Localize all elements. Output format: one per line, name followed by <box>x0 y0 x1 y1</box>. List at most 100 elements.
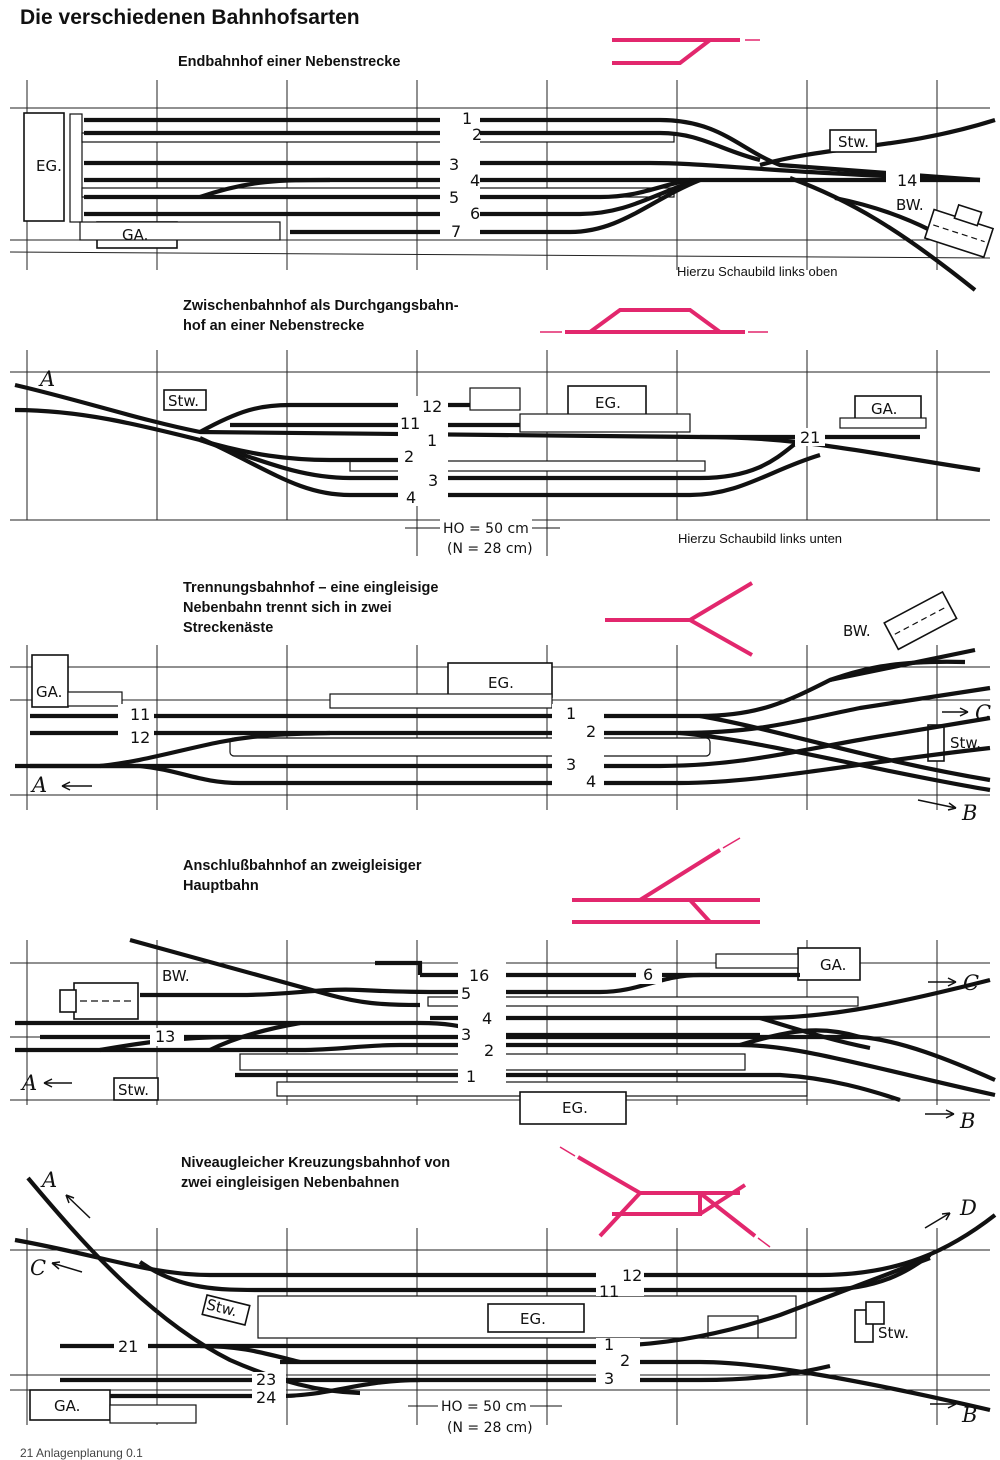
signal-box <box>829 129 877 153</box>
section-2-note: Hierzu Schaubild links unten <box>678 531 843 546</box>
goods-ramp <box>67 691 123 707</box>
house-platform <box>329 693 553 709</box>
station-building <box>567 385 647 417</box>
track-number-12: 12 <box>422 397 442 416</box>
plan-kreuzungsbahnhof: A C D B Stw. EG. Stw. GA. <box>10 1146 997 1436</box>
section-4-title: Anschlußbahnhof an zweigleisiger Hauptba… <box>183 858 422 894</box>
signal-box <box>201 1294 251 1326</box>
loading-dock <box>469 387 521 411</box>
plan-trennungsbahnhof: GA. EG. BW. Stw. 11 12 1 2 <box>10 581 991 825</box>
line-end-a: A <box>40 1168 57 1192</box>
track-number-5: 5 <box>461 984 471 1003</box>
dim-ho: HO = 50 cm <box>443 521 529 537</box>
schema-anschlussbahnhof <box>572 837 760 924</box>
page-title: Die verschiedenen Bahnhofsarten <box>20 6 360 29</box>
dim-n: (N = 28 cm) <box>447 1420 533 1436</box>
signal-box-label: Stw. <box>838 133 869 151</box>
track-number-1: 1 <box>566 704 576 723</box>
goods-shed-label: GA. <box>54 1397 80 1415</box>
track-number-11: 11 <box>599 1282 619 1301</box>
signal-box-label: Stw. <box>168 392 199 410</box>
track-number-1: 1 <box>466 1067 476 1086</box>
dim-n: (N = 28 cm) <box>447 541 533 557</box>
line-end-d: D <box>959 1196 977 1220</box>
track-number-3: 3 <box>566 755 576 774</box>
section-3-title: Trennungsbahnhof – eine eingleisige Nebe… <box>183 580 439 636</box>
station-building-label: EG. <box>488 674 514 692</box>
plan-anschlussbahnhof: BW. GA. EG. Stw. <box>10 837 996 1133</box>
goods-ramp <box>109 1404 197 1424</box>
dimension-scale: HO = 50 cm (N = 28 cm) <box>405 518 560 557</box>
track-number-2: 2 <box>586 722 596 741</box>
signal-box-2-label: Stw. <box>878 1324 909 1342</box>
track-number-2: 2 <box>472 125 482 144</box>
track-number-4: 4 <box>482 1009 492 1028</box>
buffer-platform <box>69 113 83 223</box>
track-number-13: 13 <box>155 1027 175 1046</box>
signal-box-label: Stw. <box>950 734 981 752</box>
engine-shed-label: BW. <box>896 196 924 214</box>
house-platform <box>519 413 691 433</box>
track-numbers: 11 12 1 2 3 4 <box>118 704 604 791</box>
goods-ramp <box>715 953 799 969</box>
goods-shed <box>29 1389 111 1421</box>
signal-box-2-annex <box>865 1301 885 1325</box>
line-end-b: B <box>961 1403 977 1427</box>
track-number-4: 4 <box>586 772 596 791</box>
schema-endbahnhof <box>612 38 760 65</box>
station-building-label: EG. <box>520 1310 546 1328</box>
line-end-c: C <box>30 1256 46 1280</box>
line-end-c: C <box>975 701 991 725</box>
schema-trennungsbahnhof <box>605 581 754 657</box>
station-building-label: EG. <box>36 157 62 175</box>
dimension-scale: HO = 50 cm (N = 28 cm) <box>408 1396 562 1436</box>
station-building <box>23 112 65 222</box>
track-number-4: 4 <box>406 488 416 507</box>
engine-shed <box>923 203 995 259</box>
schema-zwischenbahnhof <box>540 308 768 334</box>
section-1-note: Hierzu Schaubild links oben <box>677 264 838 279</box>
track-number-6: 6 <box>470 204 480 223</box>
track-number-24: 24 <box>256 1388 276 1407</box>
goods-shed-label: GA. <box>820 956 846 974</box>
station-building-label: EG. <box>562 1099 588 1117</box>
track-number-23: 23 <box>256 1370 276 1389</box>
goods-ramp <box>79 221 281 241</box>
goods-shed <box>797 947 861 981</box>
track-number-3: 3 <box>449 155 459 174</box>
goods-shed <box>31 654 69 708</box>
line-end-b: B <box>959 1109 975 1133</box>
goods-ramp <box>839 417 927 429</box>
engine-shed <box>883 590 958 651</box>
tracks <box>15 647 991 793</box>
engine-shed-label: BW. <box>843 622 871 640</box>
signal-box-label: Stw. <box>118 1081 149 1099</box>
track-number-21: 21 <box>118 1337 138 1356</box>
tracks <box>14 382 981 498</box>
track-number-11: 11 <box>130 705 150 724</box>
island-platform <box>229 737 711 757</box>
dim-ho: HO = 50 cm <box>441 1399 527 1415</box>
section-2-title: Zwischenbahnhof als Durchgangsbahn- hof … <box>183 298 459 334</box>
track-number-1: 1 <box>462 109 472 128</box>
track-numbers: 12 11 1 2 3 21 23 24 <box>114 1266 644 1408</box>
station-building <box>519 1091 627 1125</box>
section-1-title: Endbahnhof einer Nebenstrecke <box>178 54 401 70</box>
goods-shed <box>854 395 922 421</box>
track-number-3: 3 <box>428 471 438 490</box>
line-end-c: C <box>963 971 979 995</box>
line-end-b: B <box>961 801 977 825</box>
track-number-2: 2 <box>620 1351 630 1370</box>
station-building <box>487 1303 585 1333</box>
goods-shed-label: GA. <box>36 683 62 701</box>
section-5-title: Niveaugleicher Kreuzungsbahnhof von zwei… <box>181 1155 451 1191</box>
signal-box <box>163 389 207 411</box>
plan-zwischenbahnhof: A Stw. EG. GA. 12 11 1 2 3 4 21 <box>10 308 990 557</box>
track-number-4: 4 <box>470 171 480 190</box>
track-number-5: 5 <box>449 188 459 207</box>
platform-4-5 <box>427 996 859 1007</box>
track-number-16: 16 <box>469 966 489 985</box>
goods-shed-label: GA. <box>122 226 148 244</box>
track-number-12: 12 <box>622 1266 642 1285</box>
